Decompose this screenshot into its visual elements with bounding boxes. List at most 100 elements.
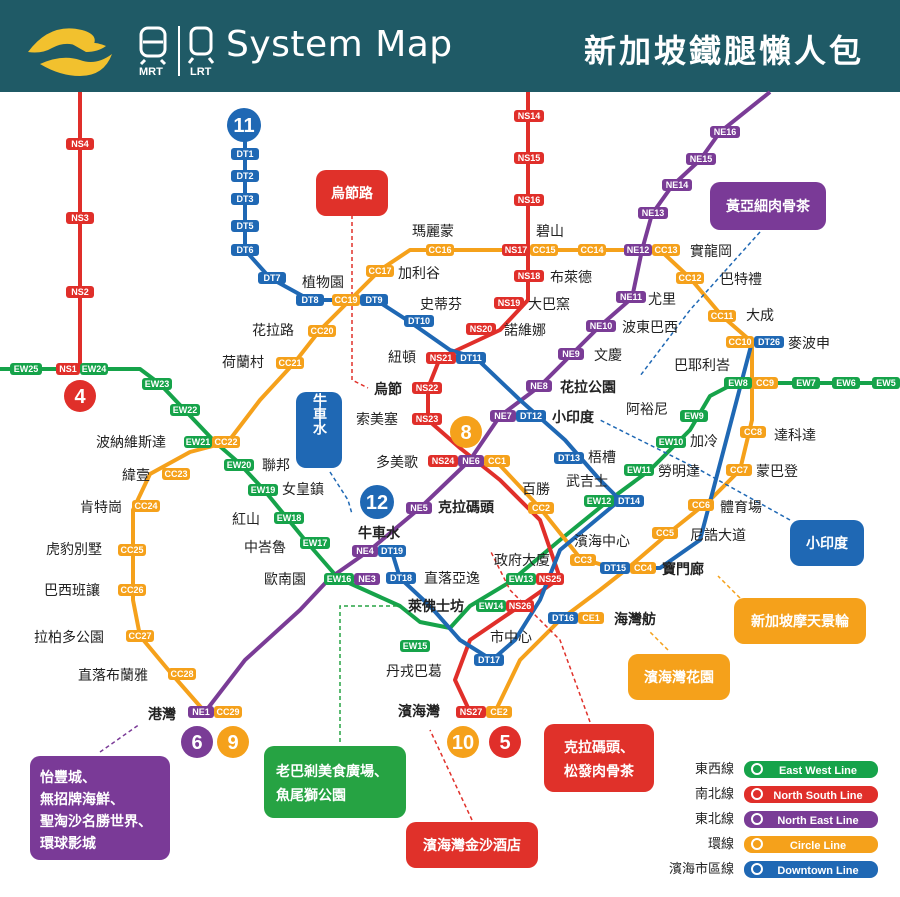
svg-text:DT5: DT5 [236, 221, 253, 231]
station-label: 波東巴西 [622, 320, 678, 336]
station-label: 百勝 [522, 482, 550, 498]
badge-NE6: NE6 [458, 455, 484, 467]
svg-text:EW24: EW24 [82, 364, 107, 374]
badge-DT7: DT7 [258, 272, 286, 284]
svg-text:CC6: CC6 [692, 500, 710, 510]
station-label: 政府大廈 [494, 552, 550, 569]
svg-text:松發肉骨茶: 松發肉骨茶 [564, 763, 635, 780]
page-title-zh: 新加坡鐵腿懶人包 [583, 32, 864, 70]
svg-text:無招牌海鮮、: 無招牌海鮮、 [40, 791, 124, 808]
svg-text:CC7: CC7 [730, 465, 748, 475]
badge-NS26: NS26 [506, 600, 534, 612]
legend: 東西線 East West Line 南北線 North South Line … [669, 761, 878, 878]
badge-DT16: DT16 [548, 612, 578, 624]
svg-text:EW10: EW10 [659, 437, 684, 447]
line-number-4: 4 [64, 380, 96, 412]
svg-text:EW21: EW21 [186, 437, 211, 447]
callout-bak-kut-teh-ng: 黃亞細肉骨茶 [710, 182, 826, 230]
svg-text:NS16: NS16 [518, 195, 541, 205]
station-label: 花拉路 [252, 323, 294, 339]
badge-NE10: NE10 [586, 320, 616, 332]
badge-CC12: CC12 [676, 272, 704, 284]
svg-text:6: 6 [191, 732, 202, 754]
badge-NE7: NE7 [490, 410, 516, 422]
badge-CC28: CC28 [168, 668, 196, 680]
badge-DT2: DT2 [231, 170, 259, 182]
callout-flyer: 新加坡摩天景輪 [734, 598, 866, 644]
station-label: 加利谷 [398, 266, 440, 282]
badge-CC7: CC7 [726, 464, 752, 476]
badge-CC23: CC23 [162, 468, 190, 480]
svg-text:濱海市區線: 濱海市區線 [669, 861, 734, 877]
svg-text:EW17: EW17 [303, 538, 328, 548]
callout-mbs: 濱海灣金沙酒店 [406, 822, 538, 868]
svg-text:CC14: CC14 [580, 245, 603, 255]
svg-text:DT11: DT11 [460, 353, 482, 363]
station-labels: 植物園 瑪麗蒙 碧山 實龍岡 加利谷 布萊德 巴特禮 史蒂芬 大巴窯 尤里 大成… [34, 224, 830, 723]
svg-text:8: 8 [460, 422, 471, 444]
badge-EW9: EW9 [680, 410, 708, 422]
svg-text:NE15: NE15 [690, 154, 713, 164]
badge-EW15: EW15 [400, 640, 430, 652]
badge-NS2: NS2 [66, 286, 94, 298]
station-label: 體育場 [720, 500, 762, 516]
svg-text:EW13: EW13 [509, 574, 534, 584]
badge-EW13: EW13 [506, 573, 536, 585]
svg-text:DT10: DT10 [408, 316, 430, 326]
svg-text:DT16: DT16 [552, 613, 574, 623]
svg-text:Downtown Line: Downtown Line [777, 865, 858, 877]
badge-EW22: EW22 [170, 404, 200, 416]
station-label: 女皇鎮 [282, 481, 324, 498]
station-label: 碧山 [536, 224, 564, 240]
svg-text:NS22: NS22 [416, 383, 439, 393]
badge-CC19: CC19 [332, 294, 360, 306]
svg-text:12: 12 [366, 492, 388, 514]
svg-text:EW23: EW23 [145, 379, 170, 389]
station-label: 梧槽 [588, 450, 616, 466]
station-label: 直落布蘭雅 [78, 667, 148, 684]
badge-EW14: EW14 [476, 600, 506, 612]
station-label: 花拉公園 [560, 379, 616, 396]
badge-CE2: CE2 [486, 706, 512, 718]
svg-text:小印度: 小印度 [806, 535, 849, 552]
legend-dtl: 濱海市區線 Downtown Line [669, 861, 878, 878]
callouts: 烏節路 黃亞細肉骨茶 牛車水 小印度 新加坡摩天景輪 濱海灣花園 克拉碼頭、 松… [30, 170, 866, 868]
badge-NS1: NS1 [56, 363, 80, 375]
station-label: 荷蘭村 [222, 355, 264, 371]
svg-text:CC17: CC17 [368, 266, 391, 276]
svg-text:CC28: CC28 [170, 669, 193, 679]
svg-text:North South Line: North South Line [773, 790, 862, 802]
badge-NS27: NS27 [456, 706, 486, 718]
svg-text:CC20: CC20 [310, 326, 333, 336]
svg-text:5: 5 [499, 732, 510, 754]
svg-text:CC22: CC22 [214, 437, 237, 447]
svg-text:南北線: 南北線 [695, 786, 734, 802]
badge-NE15: NE15 [686, 153, 716, 165]
svg-text:CC16: CC16 [428, 245, 451, 255]
svg-text:NE8: NE8 [530, 381, 548, 391]
badge-CC15: CC15 [530, 244, 558, 256]
train-icon [751, 863, 763, 875]
badge-CC24: CC24 [132, 500, 160, 512]
station-label: 實龍岡 [690, 243, 732, 260]
svg-text:DT9: DT9 [365, 295, 382, 305]
station-label: 達科達 [774, 428, 816, 444]
svg-text:CC10: CC10 [728, 337, 751, 347]
station-label: 拉柏多公園 [34, 629, 104, 646]
badge-CC21: CC21 [276, 357, 304, 369]
badge-CC14: CC14 [578, 244, 606, 256]
badge-NE8: NE8 [526, 380, 552, 392]
svg-text:NS26: NS26 [509, 601, 532, 611]
station-label: 丹戎巴葛 [386, 664, 442, 680]
svg-text:EW15: EW15 [403, 641, 428, 651]
badge-CC20: CC20 [308, 325, 336, 337]
svg-text:魚尾獅公園: 魚尾獅公園 [276, 787, 346, 804]
badge-EW10: EW10 [656, 436, 686, 448]
svg-text:NS23: NS23 [416, 414, 439, 424]
svg-text:DT1: DT1 [236, 149, 253, 159]
badge-DT15: DT15 [600, 562, 630, 574]
badge-NS22: NS22 [412, 382, 442, 394]
callout-little-india: 小印度 [790, 520, 864, 566]
svg-text:NE6: NE6 [462, 456, 480, 466]
station-label: 克拉碼頭 [438, 499, 495, 516]
